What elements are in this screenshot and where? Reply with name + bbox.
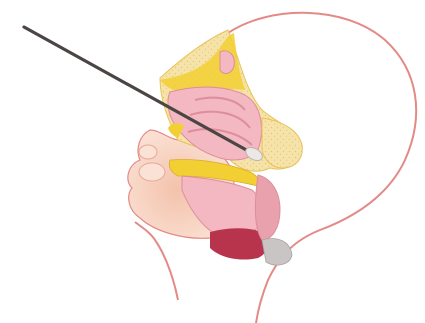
cervical-tissue (262, 239, 292, 266)
nostril-lobe (139, 145, 157, 159)
pharynx-mucosa (255, 175, 280, 240)
lip-lobe (139, 163, 165, 181)
sinus-pocket (220, 51, 234, 74)
nasopharynx-bone (262, 118, 302, 168)
